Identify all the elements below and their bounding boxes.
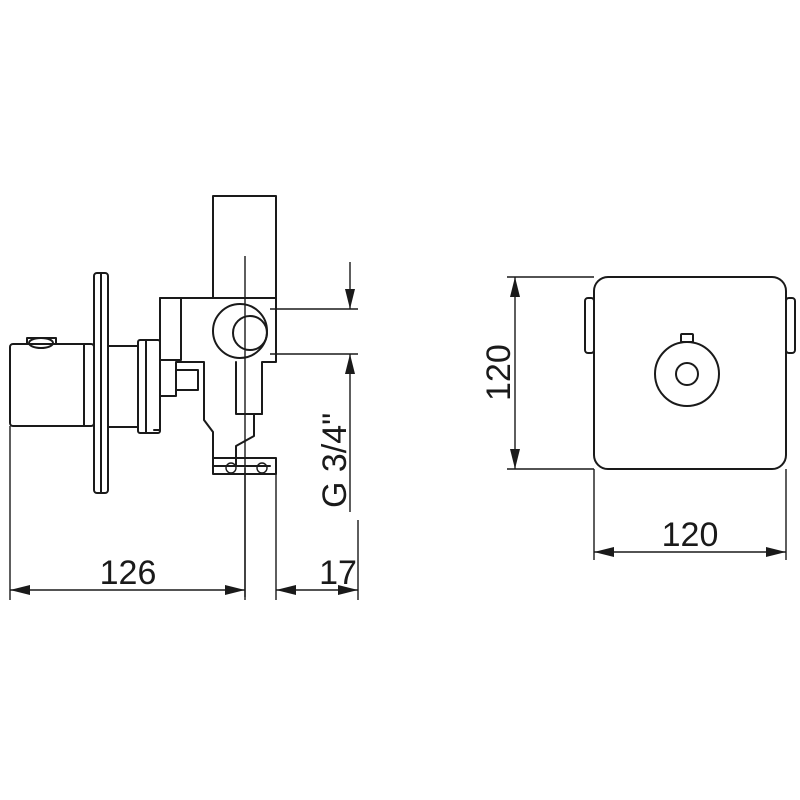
plate-height-label: 120 <box>480 344 518 401</box>
collar <box>137 339 161 434</box>
front-view: 120 120 <box>480 276 796 560</box>
plate-height-dimension: 120 <box>480 276 594 470</box>
cover-plate <box>593 276 787 470</box>
vertical-pipe <box>212 195 277 299</box>
spindle-sleeve <box>107 345 139 428</box>
trim-depth-label: 17 <box>319 554 357 592</box>
thread-label: G 3/4" <box>316 413 354 508</box>
plate-side-tabs <box>584 297 796 354</box>
depth-dimension: 126 17 <box>9 426 359 600</box>
handle-side <box>9 337 95 427</box>
side-view: G 3/4" 126 17 <box>9 195 359 600</box>
plate-width-label: 120 <box>662 516 719 554</box>
thread-dimension: G 3/4" <box>270 262 358 512</box>
outlet-port <box>212 303 268 359</box>
handle-front <box>654 333 720 407</box>
plate-width-dimension: 120 <box>593 469 787 560</box>
body-depth-label: 126 <box>100 554 157 592</box>
wall-plate-side <box>93 272 109 494</box>
